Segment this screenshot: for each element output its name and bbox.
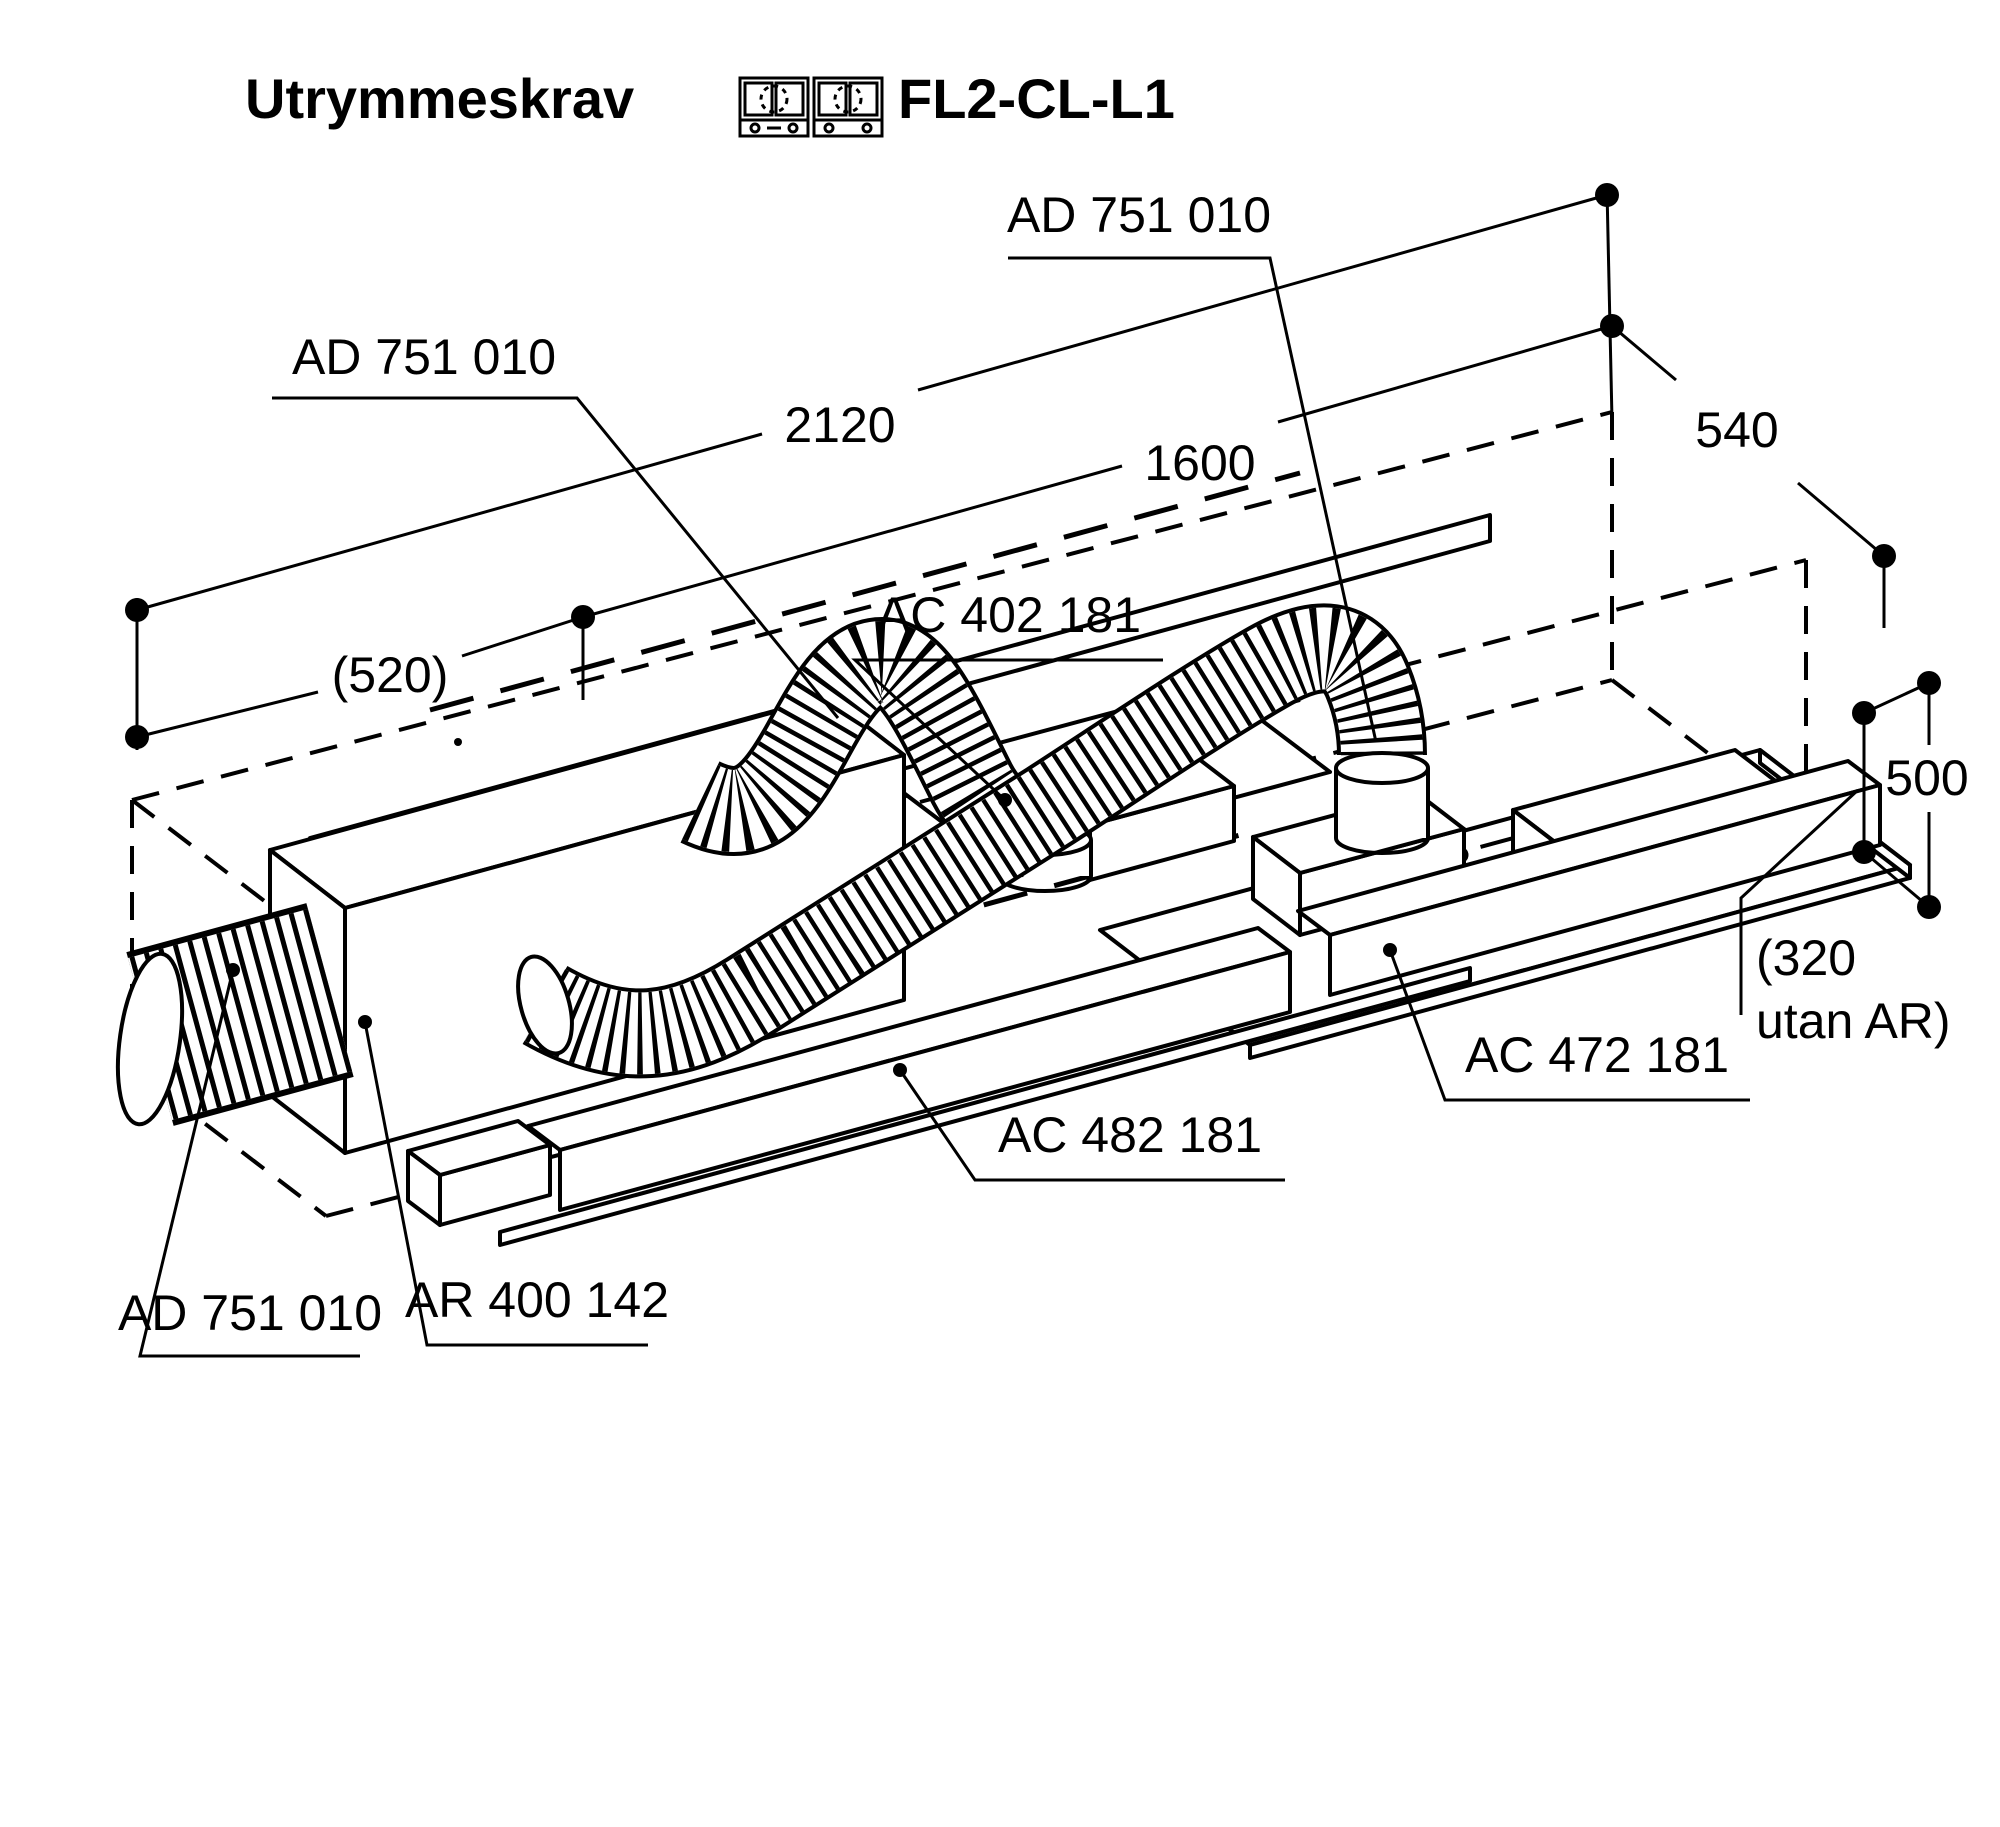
dimension-ar-width: (520) [125, 615, 584, 749]
svg-text:AD 751 010: AD 751 010 [1007, 187, 1271, 243]
round-corrugated-duct [115, 903, 354, 1127]
label-ad-751-010-left: AD 751 010 [272, 329, 840, 719]
flat-duct-left [526, 926, 1292, 1212]
label-ac-402-181: AC 402 181 [851, 587, 1163, 807]
hose-collar-right [1334, 751, 1430, 855]
cooktop-two-module-icon [738, 76, 884, 138]
dim-500: 500 [1885, 750, 1968, 806]
flat-duct-connector [406, 1119, 552, 1227]
svg-text:AD 751 010: AD 751 010 [118, 1285, 382, 1341]
svg-text:AC 402 181: AC 402 181 [877, 587, 1141, 643]
upper-duct-centerline [429, 470, 1301, 713]
flat-duct-right [1296, 759, 1882, 997]
label-ad-751-010-top: AD 751 010 [1007, 187, 1378, 743]
label-ad-751-010-bottom: AD 751 010 [118, 963, 382, 1358]
duct-open-end [115, 951, 185, 1127]
svg-text:AD 751 010: AD 751 010 [292, 329, 556, 385]
dim-540: 540 [1695, 402, 1778, 458]
title-block: Utrymmeskrav FL2-CL-L1 [245, 67, 1175, 138]
label-ar-400-142: AR 400 142 [358, 1015, 669, 1347]
svg-text:AR 400 142: AR 400 142 [405, 1272, 669, 1328]
dimension-height: 500 [1852, 671, 1969, 919]
dim-520: (520) [332, 647, 449, 703]
label-ac-472-181: AC 472 181 [1383, 943, 1750, 1102]
part-labels: AD 751 010 AD 751 010 AC 402 181 AC 472 … [118, 187, 1750, 1358]
dimension-depth: 540 [1611, 324, 1896, 568]
base-plate [498, 966, 1472, 1247]
svg-text:AC 472 181: AC 472 181 [1465, 1027, 1729, 1083]
dimension-total-length: 2120 [125, 183, 1619, 622]
svg-text:AC 482 181: AC 482 181 [998, 1107, 1262, 1163]
dim-2120: 2120 [784, 397, 895, 453]
dimension-height-without-ar: (320 utan AR) [1739, 788, 1951, 1049]
model-code: FL2-CL-L1 [898, 67, 1175, 130]
dim-1600: 1600 [1144, 435, 1255, 491]
dimension-annotations: 2120 1600 (520) 540 [125, 183, 1969, 1049]
hose-open-end [516, 954, 574, 1056]
flat-duct-channels [406, 759, 1882, 1247]
page-title: Utrymmeskrav [245, 67, 634, 130]
dim-320-line1: (320 [1756, 930, 1856, 986]
dim-320-line2: utan AR) [1756, 993, 1951, 1049]
label-ac-482-181: AC 482 181 [893, 1063, 1285, 1182]
dimension-module-length: 1600 [571, 314, 1624, 629]
